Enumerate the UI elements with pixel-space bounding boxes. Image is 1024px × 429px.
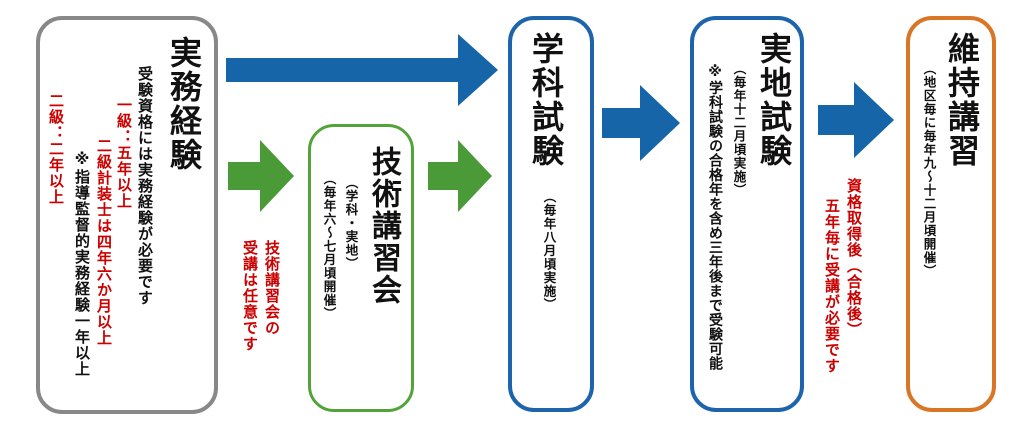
second-class-instrumentation-requirement: 二級計装士は四年六か月以上: [95, 138, 113, 346]
first-class-requirement: 一級：五年以上: [115, 97, 133, 209]
blue-arrow-icon: [602, 85, 680, 161]
supervisory-experience-note: ※指導監督的実務経験一年以上: [73, 150, 91, 377]
maintenance-course-period: （地区毎に毎年九～十二月頃開催）: [921, 62, 937, 278]
work-experience-title: 実務経験: [165, 36, 203, 172]
maintenance-course-box: [906, 16, 996, 412]
technical-course-optional-note: 技術講習会の: [263, 240, 281, 336]
practical-exam-note: ※学科試験の合格年を含め三年後まで受験可能: [707, 64, 723, 371]
green-arrow-shape-2: [428, 140, 492, 212]
written-exam-box: [508, 16, 594, 412]
written-exam-title: 学科試験: [527, 32, 565, 168]
maintenance-course-title: 維持講習: [943, 32, 981, 168]
technical-course-subjects: （学科・実地）: [343, 176, 359, 271]
work-experience-requirement: 受験資格には実務経験が必要です: [136, 66, 154, 306]
big-blue-arrow-shape: [226, 34, 498, 106]
green-arrow-shape-1: [228, 140, 294, 212]
practical-exam-title: 実地試験: [755, 32, 793, 168]
technical-course-title: 技術講習会: [366, 146, 401, 306]
green-arrow-icon: [228, 140, 294, 212]
second-class-requirement: 二級：二年以上: [47, 93, 65, 205]
practical-exam-box: [690, 16, 804, 412]
work-experience-box: [36, 16, 218, 414]
blue-arrow-icon: [818, 82, 894, 158]
technical-course-box: [308, 124, 414, 412]
maintenance-required-note: 資格取得後（合格後）: [845, 178, 863, 338]
technical-course-optional-note: 受講は任意です: [241, 240, 259, 352]
written-exam-period: （毎年八月頃実施）: [541, 190, 557, 312]
maintenance-required-note: 五年毎に受講が必要です: [823, 198, 841, 374]
technical-course-period: （毎年六～七月頃開催）: [321, 172, 337, 321]
blue-arrow-shape-2: [602, 85, 680, 161]
big-blue-arrow-icon: [226, 34, 498, 106]
practical-exam-period: （毎年十二月頃実施）: [731, 62, 747, 197]
green-arrow-icon: [428, 140, 492, 212]
blue-arrow-shape-3: [818, 82, 894, 158]
